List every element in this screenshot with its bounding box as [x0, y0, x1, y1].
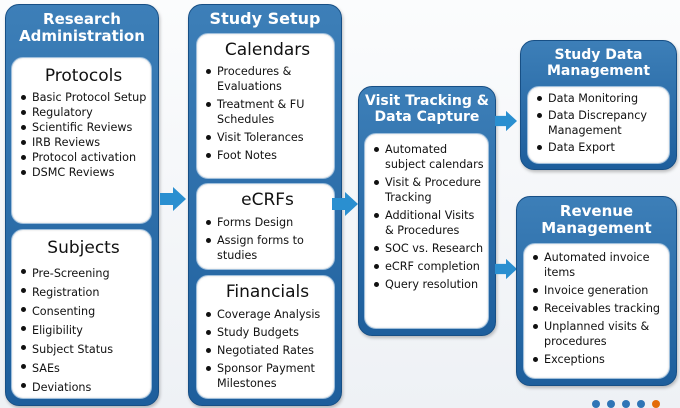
study-setup-title: Study Setup [189, 9, 341, 28]
visit-tracking-title-text: Visit Tracking & Data Capture [365, 93, 489, 126]
decorative-dot [622, 400, 630, 408]
arrow-right-icon [332, 192, 358, 216]
list-item: Receivables tracking [532, 301, 665, 316]
decorative-dot [652, 400, 660, 408]
arrow-shape [495, 258, 517, 280]
decorative-dot [637, 400, 645, 408]
study-setup-title-text: Study Setup [209, 9, 321, 28]
list-item: Additional Visits & Procedures [373, 208, 484, 238]
list-item: Visit & Procedure Tracking [373, 175, 484, 205]
list-item: Consenting [20, 302, 147, 321]
list-item: IRB Reviews [20, 135, 147, 150]
list-item: SOC vs. Research [373, 241, 484, 256]
list-item: Eligibility [20, 321, 147, 340]
list-item: Deviations [20, 378, 147, 397]
research-administration-title: Research Administration [6, 10, 158, 46]
study-data-management-title: Study Data Management [521, 47, 676, 79]
arrow-right-icon [495, 110, 517, 132]
calendars-title: Calendars [224, 40, 311, 60]
list-item: Visit Tolerances [205, 130, 330, 145]
research-administration-title-text: Research Administration [19, 10, 145, 46]
financials-title: Financials [225, 282, 310, 302]
list-item: Coverage Analysis [205, 307, 330, 322]
list-item: Sponsor Payment Milestones [205, 361, 330, 391]
visit-tracking-title: Visit Tracking & Data Capture [359, 93, 495, 125]
list-item: Registration [20, 283, 147, 302]
list-item: Subject Status [20, 340, 147, 359]
list-item: Invoice generation [532, 283, 665, 298]
list-item: Data Discrepancy Management [536, 108, 665, 138]
study-setup-box: Study Setup Calendars Procedures & Evalu… [188, 4, 342, 406]
arrow-right-icon [160, 187, 186, 211]
arrow-shape [160, 187, 186, 211]
revenue-management-box: Revenue Management Automated invoice ite… [516, 196, 677, 386]
decorative-dot [592, 400, 600, 408]
list-item: Unplanned visits & procedures [532, 319, 665, 349]
study-data-management-title-text: Study Data Management [546, 47, 651, 80]
list-item: Study Budgets [205, 325, 330, 340]
decorative-dot [607, 400, 615, 408]
list-item: Treatment & FU Schedules [205, 97, 330, 127]
list-item: Foot Notes [205, 148, 330, 163]
list-item: Pre-Screening [20, 264, 147, 283]
list-item: Assign forms to studies [205, 233, 330, 263]
list-item: Regulatory [20, 105, 147, 120]
protocols-title: Protocols [44, 66, 123, 86]
research-administration-box: Research Administration Protocols Basic … [5, 4, 159, 406]
subjects-title: Subjects [47, 238, 120, 258]
arrow-shape [495, 110, 517, 132]
arrow-shape [332, 192, 358, 216]
list-item: DSMC Reviews [20, 165, 147, 180]
list-item: Query resolution [373, 277, 484, 292]
list-item: Protocol activation [20, 150, 147, 165]
list-item: Automated subject calendars [373, 142, 484, 172]
list-item: Procedures & Evaluations [205, 64, 330, 94]
list-item: Exceptions [532, 352, 665, 367]
arrow-right-icon [495, 258, 517, 280]
list-item: Scientific Reviews [20, 120, 147, 135]
visit-tracking-box: Visit Tracking & Data Capture Automated … [358, 86, 496, 336]
list-item: Forms Design [205, 215, 330, 230]
list-item: Basic Protocol Setup [20, 90, 147, 105]
list-item: Data Monitoring [536, 91, 665, 106]
list-item: eCRF completion [373, 259, 484, 274]
list-item: Data Export [536, 140, 665, 155]
list-item: Automated invoice items [532, 250, 665, 280]
revenue-management-title-text: Revenue Management [541, 202, 652, 238]
list-item: Negotiated Rates [205, 343, 330, 358]
revenue-management-title: Revenue Management [517, 202, 676, 238]
list-item: SAEs [20, 359, 147, 378]
ecrfs-title: eCRFs [241, 190, 294, 210]
